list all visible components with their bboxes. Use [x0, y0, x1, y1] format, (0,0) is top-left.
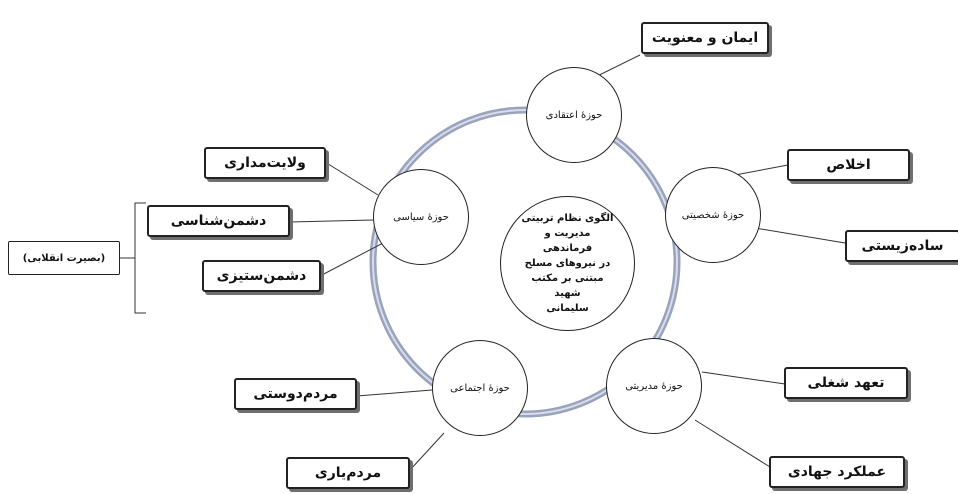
connector-enemy-knowing — [289, 219, 374, 223]
item-job-commitment-label: تعهد شغلی — [807, 375, 885, 391]
center-circle: الگوی نظام تربیتی مدیریت و فرماندهی در ن… — [500, 196, 635, 331]
insight-bracket — [120, 202, 146, 314]
item-sincerity-box: اخلاص — [787, 149, 910, 181]
item-velayat-box: ولایت‌مداری — [204, 147, 326, 179]
item-people-help-label: مردم‌یاری — [314, 465, 382, 481]
connector-enemy-fighting — [319, 242, 384, 277]
domain-social-circle: حوزۀ اجتماعی — [432, 340, 528, 436]
item-faith-box: ایمان و معنویت — [641, 22, 769, 54]
revolutionary-insight-box: (بصیرت انقلابی) — [8, 241, 120, 275]
item-simple-living-label: ساده‌زیستی — [861, 238, 944, 254]
item-job-commitment-box: تعهد شغلی — [784, 367, 908, 399]
item-velayat-label: ولایت‌مداری — [224, 155, 306, 171]
connector-velayat — [324, 161, 379, 196]
item-enemy-knowing-box: دشمن‌شناسی — [147, 205, 290, 237]
item-simple-living-box: ساده‌زیستی — [845, 230, 958, 262]
connector-simple-living — [754, 227, 846, 244]
connector-sincerity — [734, 164, 789, 176]
connector-jihadi — [694, 419, 771, 468]
item-jihadi-performance-label: عملکرد جهادی — [787, 464, 887, 480]
domain-managerial-label: حوزۀ مدیریتی — [625, 380, 683, 392]
item-jihadi-performance-box: عملکرد جهادی — [769, 456, 905, 488]
domain-managerial-circle: حوزۀ مدیریتی — [606, 338, 702, 434]
center-title: الگوی نظام تربیتی مدیریت و فرماندهی در ن… — [521, 213, 614, 314]
item-faith-label: ایمان و معنویت — [651, 30, 759, 46]
connector-job-commitment — [701, 371, 786, 385]
item-enemy-fighting-box: دشمن‌ستیزی — [202, 260, 321, 292]
domain-political-circle: حوزۀ سیاسی — [373, 169, 469, 265]
domain-ideological-circle: حوزۀ اعتقادی — [526, 67, 622, 163]
item-enemy-fighting-label: دشمن‌ستیزی — [216, 268, 307, 284]
cycle-ring-highlight — [372, 109, 678, 415]
connector-people-friendliness — [356, 389, 433, 397]
revolutionary-insight-label: (بصیرت انقلابی) — [22, 252, 106, 264]
domain-social-label: حوزۀ اجتماعی — [450, 382, 510, 394]
domain-political-label: حوزۀ سیاسی — [393, 211, 449, 223]
domain-ideological-label: حوزۀ اعتقادی — [545, 109, 603, 121]
item-enemy-knowing-label: دشمن‌شناسی — [170, 213, 267, 229]
item-people-friendliness-label: مردم‌دوستی — [253, 386, 338, 402]
connector-people-help — [409, 432, 445, 471]
item-people-friendliness-box: مردم‌دوستی — [234, 378, 357, 410]
item-sincerity-label: اخلاص — [826, 157, 871, 173]
item-people-help-box: مردم‌یاری — [286, 457, 410, 489]
domain-personal-circle: حوزۀ شخصیتی — [665, 167, 761, 263]
domain-personal-label: حوزۀ شخصیتی — [681, 209, 745, 221]
